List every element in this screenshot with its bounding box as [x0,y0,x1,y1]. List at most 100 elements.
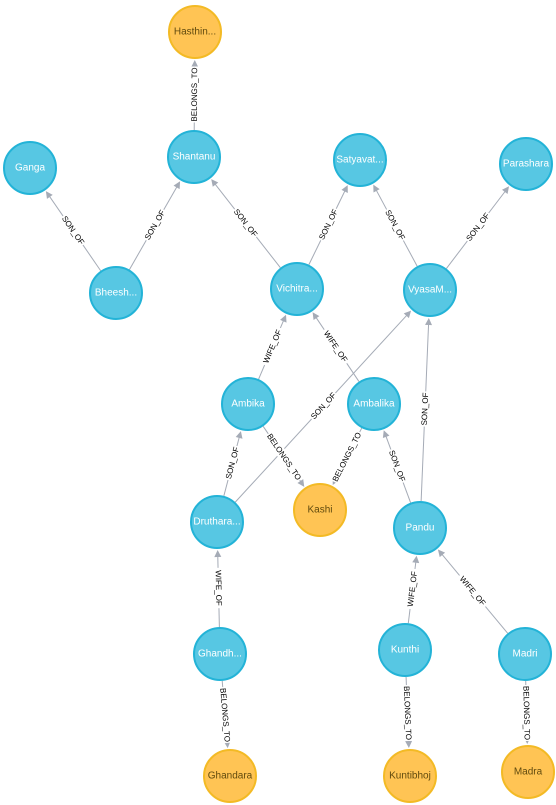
node-hasthinapura[interactable]: Hasthin... [168,5,222,59]
node-vichitra[interactable]: Vichitra... [270,262,324,316]
relationship-label-background [259,325,286,368]
person-node-circle[interactable] [193,627,247,681]
relationship-label-background [217,686,233,744]
person-node-circle[interactable] [378,623,432,677]
relationship-label-background [405,568,420,610]
node-label: Hasthin... [174,27,216,38]
arrow-head-icon [405,740,413,749]
node-shantanu[interactable]: Shantanu [167,130,221,184]
node-label: Vichitra... [276,284,318,295]
node-gandhari[interactable]: Ghandh... [193,627,247,681]
relationship-type-label: BELONGS_TO [402,686,413,740]
relationship-vyasa-satyavati[interactable]: SON_OF [373,184,418,267]
arrow-head-icon [502,186,510,194]
relationship-label-background [141,207,169,243]
relationship-label-background [189,66,200,123]
relationship-label: WIFE_OF [213,567,224,609]
relationship-type-label: SON_OF [60,214,86,246]
relationship-ambika-vichitra[interactable]: WIFE_OF [258,314,287,380]
relationship-type-label: WIFE_OF [406,571,419,607]
person-node-circle[interactable] [167,130,221,184]
node-label: Ghandh... [198,649,242,660]
relationship-vichitra-satyavati[interactable]: SON_OF [308,185,348,265]
node-dhrutharashtra[interactable]: Druthara... [190,495,244,549]
place-node-circle[interactable] [383,749,437,803]
arrow-head-icon [235,431,243,439]
person-node-circle[interactable] [221,377,275,431]
relationship-label-background [230,206,261,240]
node-ambika[interactable]: Ambika [221,377,275,431]
relationship-label: BELONGS_TO [217,686,233,744]
node-kuntibhoj[interactable]: Kuntibhoj [383,749,437,803]
relationship-ambika-kashi[interactable]: BELONGS_TO [262,426,305,487]
relationship-bheeshma-ganga[interactable]: SON_OF [45,191,102,272]
relationship-label-background [329,429,365,485]
node-madra[interactable]: Madra [501,745,555,799]
node-label: Shantanu [173,152,216,163]
relationship-pandu-ambalika[interactable]: SON_OF [382,430,412,503]
place-node-circle[interactable] [203,749,257,803]
node-satyavati[interactable]: Satyavat... [333,133,387,187]
node-kashi[interactable]: Kashi [293,483,347,537]
relationship-label: SON_OF [141,207,169,243]
node-ambalika[interactable]: Ambalika [347,377,401,431]
node-label: Satyavat... [336,155,383,166]
person-node-circle[interactable] [499,137,553,191]
person-node-circle[interactable] [347,377,401,431]
relationship-label: SON_OF [386,447,408,485]
relationship-vichitra-shantanu[interactable]: SON_OF [211,179,281,269]
place-node-circle[interactable] [293,483,347,537]
relationship-kunthi-pandu[interactable]: WIFE_OF [405,555,420,624]
node-parashara[interactable]: Parashara [499,137,553,191]
relationship-type-label: BELONGS_TO [190,67,199,121]
relationship-madri-pandu[interactable]: WIFE_OF [437,549,509,634]
arrow-head-icon [280,314,287,323]
node-vyasa[interactable]: VyasaM... [403,263,457,317]
person-node-circle[interactable] [3,141,57,195]
relationship-pandu-vyasa[interactable]: SON_OF [419,317,433,502]
person-node-circle[interactable] [270,262,324,316]
node-pandu[interactable]: Pandu [393,501,447,555]
person-node-circle[interactable] [403,263,457,317]
relationship-type-label: SON_OF [383,208,407,241]
relationship-label: SON_OF [223,444,242,482]
person-node-circle[interactable] [333,133,387,187]
relationship-label: BELONGS_TO [520,684,533,742]
nodes-layer: Hasthin... Ganga Shantanu Satyavat... Parash… [3,5,555,803]
relationship-label-background [316,206,341,243]
place-node-circle[interactable] [501,745,555,799]
node-label: Kashi [307,505,332,516]
place-node-circle[interactable] [168,5,222,59]
relationship-gandhari-ghandara[interactable]: BELONGS_TO [217,680,233,749]
relationship-label: SON_OF [58,213,88,248]
relationship-ambalika-kashi[interactable]: BELONGS_TO [329,427,365,486]
node-madri[interactable]: Madri [498,627,552,681]
person-node-circle[interactable] [393,501,447,555]
node-ghandara[interactable]: Ghandara [203,749,257,803]
relationship-vyasa-parashara[interactable]: SON_OF [445,186,510,269]
relationship-ambalika-vichitra[interactable]: WIFE_OF [312,312,360,382]
node-label: Druthara... [193,517,240,528]
person-node-circle[interactable] [498,627,552,681]
relationship-label: SON_OF [463,209,493,245]
node-label: Kuntibhoj [389,771,431,782]
person-node-circle[interactable] [190,495,244,549]
relationship-label: SON_OF [419,391,431,427]
relationship-label-background [264,431,304,483]
relationship-bheeshma-shantanu[interactable]: SON_OF [128,181,181,270]
relationship-label-background [520,684,533,742]
person-node-circle[interactable] [89,266,143,320]
arrow-head-icon [425,317,433,326]
relationship-dhrutharashtra-ambika[interactable]: SON_OF [223,431,243,497]
node-ganga[interactable]: Ganga [3,141,57,195]
relationship-kunthi-kuntibhoj[interactable]: BELONGS_TO [401,676,414,749]
node-kunthi[interactable]: Kunthi [378,623,432,677]
relationship-label: WIFE_OF [320,326,351,367]
relationship-madri-madra[interactable]: BELONGS_TO [520,680,533,745]
relationship-gandhari-dhrutharashtra[interactable]: WIFE_OF [213,549,224,628]
relationship-shantanu-hasthinapura[interactable]: BELONGS_TO [189,59,200,131]
relationship-type-label: SON_OF [224,446,241,480]
node-bheeshma[interactable]: Bheesh... [89,266,143,320]
relationship-label-background [382,207,408,243]
